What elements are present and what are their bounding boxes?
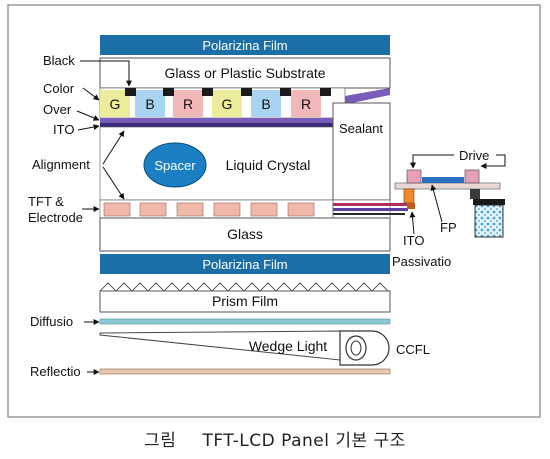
bottom-glass: Glass xyxy=(99,217,391,252)
ito-lead-2 xyxy=(333,208,408,211)
over-label: Over xyxy=(43,102,72,117)
reflectio-label: Reflectio xyxy=(30,364,81,379)
ito-lead-1 xyxy=(333,203,408,206)
ito-right-pointer xyxy=(409,211,416,235)
drive-pcb-top xyxy=(473,199,505,205)
fp-joint xyxy=(407,203,415,209)
sealant-label: Sealant xyxy=(339,121,383,136)
passivatio-label: Passivatio xyxy=(392,254,451,269)
drive-chip-right xyxy=(464,169,480,184)
figure-caption: 그림 TFT-LCD Panel 기본 구조 xyxy=(0,426,550,451)
tft-label-line2: Electrode xyxy=(28,210,83,225)
lc-box xyxy=(99,126,334,201)
reflector-sheet xyxy=(99,368,391,375)
fp-connector xyxy=(403,188,415,204)
drive-pointer-right xyxy=(480,154,506,169)
drive-flex xyxy=(422,177,464,183)
prism-film: Prism Film xyxy=(99,282,391,313)
color-filter-row: G B R G B R xyxy=(99,87,346,119)
filter-letter-2: B xyxy=(145,96,154,112)
black-pointer xyxy=(80,60,132,87)
tft-pad-6 xyxy=(287,202,315,217)
tft-pad-3 xyxy=(176,202,204,217)
tft-pad-5 xyxy=(250,202,278,217)
diffuser-sheet xyxy=(99,318,391,325)
tft-row xyxy=(99,199,408,219)
black-matrix-6 xyxy=(320,88,331,96)
tft-pad-2 xyxy=(139,202,167,217)
sealant: Sealant xyxy=(332,102,391,201)
overcoat-layer xyxy=(100,88,390,123)
glass-substrate: Glass or Plastic Substrate xyxy=(99,57,391,89)
color-pointer xyxy=(82,87,100,101)
tft-label-line1: TFT & xyxy=(28,194,64,209)
black-matrix-4 xyxy=(241,88,252,96)
ccfl-lamp: CCFL xyxy=(339,330,430,366)
prism-film-label: Prism Film xyxy=(212,293,278,309)
caption-title: TFT-LCD Panel 기본 구조 xyxy=(202,431,406,451)
filter-letter-1: G xyxy=(110,96,121,112)
spacer-label: Spacer xyxy=(154,158,196,173)
drive-circuit xyxy=(394,169,505,238)
black-matrix-1 xyxy=(125,88,136,96)
tft-pad-4 xyxy=(213,202,241,217)
bottom-polarizer-bar xyxy=(100,254,390,274)
top-polarizer: Polarizina Film xyxy=(100,35,390,55)
bottom-glass-label: Glass xyxy=(227,226,263,242)
filter-cell-4 xyxy=(212,90,242,117)
substrate-label: Glass or Plastic Substrate xyxy=(164,65,325,81)
filter-cell-2 xyxy=(135,90,165,117)
alignment-label: Alignment xyxy=(32,157,90,172)
drive-pcb-block xyxy=(474,204,504,238)
filter-cell-5 xyxy=(251,90,281,117)
ito-top-layer xyxy=(100,123,333,127)
alignment-pointer-down xyxy=(102,166,125,200)
ito-lead-3 xyxy=(333,213,405,215)
black-matrix-3 xyxy=(202,88,213,96)
filter-letter-4: G xyxy=(222,96,233,112)
ccfl-tube-inner xyxy=(350,340,362,356)
drive-chip-left xyxy=(406,169,422,184)
bottom-polarizer: Polarizina Film xyxy=(100,254,390,274)
alignment-pointer-up xyxy=(102,130,125,165)
ccfl-label: CCFL xyxy=(396,342,430,357)
spacer-ball xyxy=(143,142,207,188)
top-polarizer-label: Polarizina Film xyxy=(202,38,287,53)
drive-label: Drive xyxy=(459,148,489,163)
bottom-glass-box xyxy=(99,217,391,252)
bottom-polarizer-label: Polarizina Film xyxy=(202,257,287,272)
liquid-crystal-label: Liquid Crystal xyxy=(226,157,311,173)
fp-label: FP xyxy=(440,220,457,235)
filter-letter-5: B xyxy=(261,96,270,112)
over-pointer xyxy=(76,110,100,121)
ito-right-label: ITO xyxy=(403,233,424,248)
ito-left-pointer xyxy=(77,124,100,131)
tft-pad-1 xyxy=(103,202,131,217)
ito-left-label: ITO xyxy=(53,122,74,137)
top-polarizer-bar xyxy=(100,35,390,55)
fp-pointer xyxy=(430,184,443,223)
filter-letter-6: R xyxy=(301,96,311,112)
drive-pointer-left xyxy=(410,154,454,169)
filter-cell-6 xyxy=(291,90,321,117)
filter-letter-3: R xyxy=(183,96,193,112)
black-matrix-5 xyxy=(280,88,291,96)
black-matrix-2 xyxy=(163,88,174,96)
drive-board xyxy=(394,182,501,190)
black-label: Black xyxy=(43,53,75,68)
diffusio-label: Diffusio xyxy=(30,314,73,329)
prism-film-box xyxy=(99,290,391,313)
caption-prefix: 그림 xyxy=(144,431,177,451)
color-label: Color xyxy=(43,81,75,96)
drive-connector xyxy=(470,189,480,199)
sealant-box xyxy=(332,102,391,201)
wedge-light-label: Wedge Light xyxy=(249,338,327,354)
filter-cell-3 xyxy=(173,90,203,117)
liquid-crystal-area: Spacer Liquid Crystal xyxy=(99,126,334,201)
